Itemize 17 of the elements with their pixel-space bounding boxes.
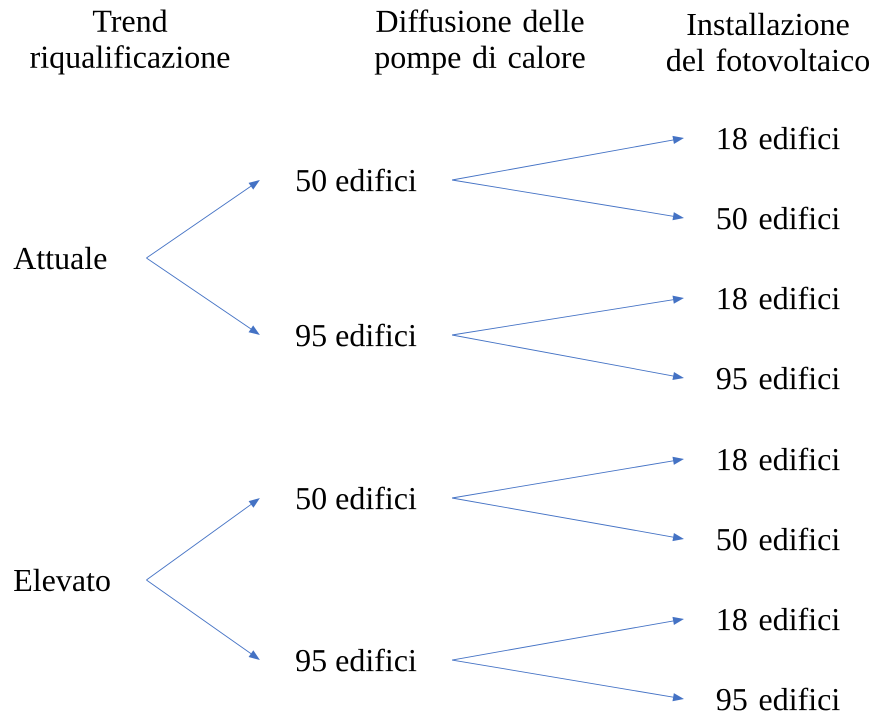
node-label: 18 edifici	[718, 126, 840, 150]
node-label: 95 edifici	[296, 324, 416, 346]
node-label: 95 edifici	[296, 648, 416, 672]
node-label: Elevato	[14, 568, 110, 592]
node-label: Attuale	[14, 246, 106, 270]
node-label: 18 edifici	[718, 608, 840, 630]
column-heading: Installazione del fotovoltaico	[666, 12, 869, 72]
column-heading: Diffusione delle pompe di calore	[374, 9, 585, 75]
node-label: 95 edifici	[716, 366, 840, 390]
column-heading: Trend riqualificazione	[30, 10, 230, 74]
node-label: 50 edifici	[297, 168, 416, 192]
node-label: 18 edifici	[718, 448, 840, 470]
node-label: 18 edifici	[718, 286, 840, 310]
node-label: 50 edifici	[718, 528, 840, 550]
node-label: 50 edifici	[297, 486, 416, 510]
node-label: 50 edifici	[718, 206, 840, 230]
node-label: 95 edifici	[716, 688, 840, 710]
